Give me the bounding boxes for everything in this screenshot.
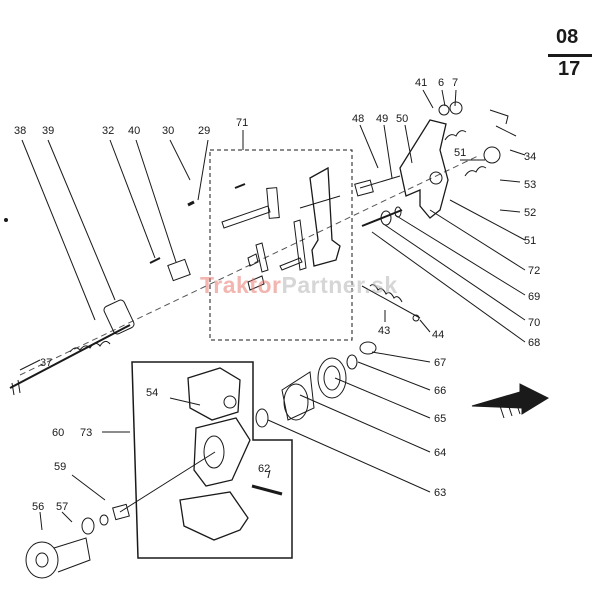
callout-label: 34	[524, 151, 536, 163]
callout-label: 38	[14, 125, 26, 137]
watermark-part2: Partner.sk	[281, 272, 398, 298]
page-code-divider	[548, 54, 592, 57]
callout-label: 40	[128, 125, 140, 137]
callout-label: 54	[146, 387, 158, 399]
callout-label: 43	[378, 325, 390, 337]
callout-label: 59	[54, 461, 66, 473]
callout-label: 53	[524, 179, 536, 191]
sheet-number: 17	[558, 58, 581, 80]
direction-arrow	[471, 383, 550, 415]
callout-label: 52	[524, 207, 536, 219]
callout-label: 41	[415, 77, 427, 89]
section-number: 08	[556, 26, 579, 48]
callout-label: 32	[102, 125, 114, 137]
watermark-part1: Traktor	[200, 272, 282, 298]
callout-label: 49	[376, 113, 388, 125]
callout-label: 73	[80, 427, 92, 439]
assembly-box-71	[209, 149, 353, 341]
callout-label: 64	[434, 447, 446, 459]
callout-label: 37	[40, 357, 52, 369]
callout-label: 30	[162, 125, 174, 137]
callout-label: 65	[434, 413, 446, 425]
watermark: TraktorPartner.sk	[200, 272, 398, 299]
callout-label: 68	[528, 337, 540, 349]
callout-label: 6	[438, 77, 444, 89]
callout-label: 60	[52, 427, 64, 439]
callout-label: 67	[434, 357, 446, 369]
callout-label: 51	[524, 235, 536, 247]
callout-label: 39	[42, 125, 54, 137]
callout-label: 62	[258, 463, 270, 475]
callout-label: 51	[454, 147, 466, 159]
callout-label: 57	[56, 501, 68, 513]
callout-label: 56	[32, 501, 44, 513]
callout-label: 71	[236, 117, 248, 129]
callout-label: 72	[528, 265, 540, 277]
callout-label: 50	[396, 113, 408, 125]
callout-label: 48	[352, 113, 364, 125]
callout-label: 70	[528, 317, 540, 329]
callout-label: 66	[434, 385, 446, 397]
callout-label: 63	[434, 487, 446, 499]
callout-label: 69	[528, 291, 540, 303]
callout-label: 44	[432, 329, 444, 341]
assembly-box-73	[131, 361, 293, 559]
callout-label: 29	[198, 125, 210, 137]
callout-label: 7	[452, 77, 458, 89]
